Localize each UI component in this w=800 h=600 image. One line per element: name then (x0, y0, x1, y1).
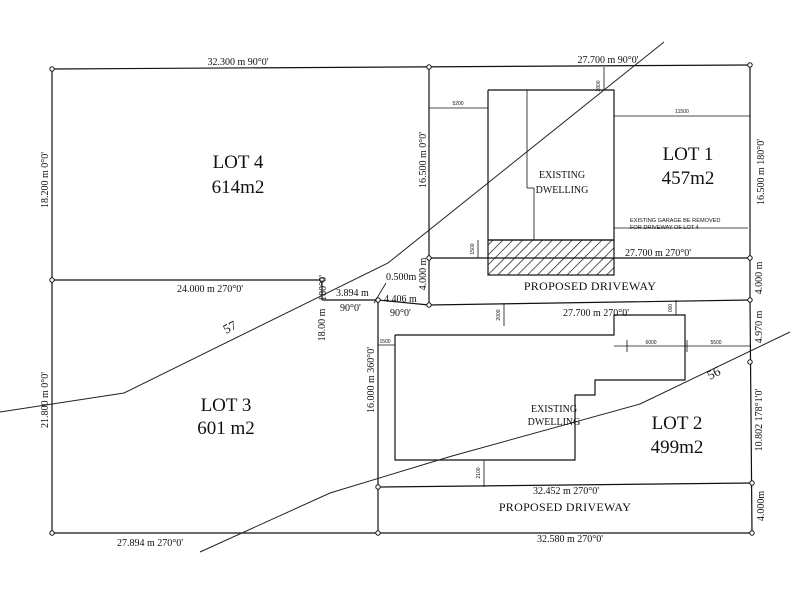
lot3-area: 601 m2 (197, 418, 255, 439)
dim-lot1-bottom: 27.700 m 270°0' (625, 248, 691, 259)
setback-2800: 2800 (596, 80, 602, 91)
setback-1500-lower: 1500 (379, 339, 390, 345)
setback-5200: 5200 (452, 101, 463, 107)
contour-56-label: 56 (704, 363, 723, 383)
dim-lot2-bottom: 32.452 m 270°0' (533, 486, 599, 497)
dim-lot2-top-bearing: 90°0' (390, 308, 411, 319)
driveway-lower-label: PROPOSED DRIVEWAY (499, 500, 631, 514)
dwelling1-line2: DWELLING (536, 185, 589, 196)
dim-top-right: 27.700 m 90°0' (577, 55, 638, 66)
lot2-name: LOT 2 (652, 413, 703, 434)
dim-lot4-bottom: 24.000 m 270°0' (177, 284, 243, 295)
dwelling2-line2: DWELLING (528, 417, 581, 428)
dim-lot4-right: 16.500 m 0°0' (418, 132, 429, 188)
dim-step-90: 90°0' (340, 303, 361, 314)
existing-garage-hatch (487, 239, 615, 276)
dim-step-0500: 0.500m (386, 272, 417, 283)
lot4-area: 614m2 (212, 177, 265, 198)
lot4-name: LOT 4 (213, 152, 264, 173)
lot1-area: 457m2 (662, 168, 715, 189)
dim-step-vertical: 180°0' (318, 275, 329, 301)
dim-bottom-left: 27.894 m 270°0' (117, 538, 183, 549)
dim-lot2-right: 10.802 178°1'0' (754, 389, 765, 452)
setback-1500-upper: 1500 (470, 243, 476, 254)
dim-lot2-top: 27.700 m 270°0' (563, 308, 629, 319)
setback-11500: 11500 (675, 109, 689, 115)
dim-step-1800: 18.00 m (317, 308, 328, 341)
lot2-area: 499m2 (651, 437, 704, 458)
garage-note-line2: FOR DRIVEWAY OF LOT 4 (630, 225, 699, 231)
dim-drive2-right: 4.000m (756, 491, 767, 522)
contour-57-label: 57 (220, 317, 239, 337)
lot-boundaries (51, 64, 753, 534)
dim-step-3894: 3.894 m (336, 288, 369, 299)
lot3-name: LOT 3 (201, 395, 252, 416)
dim-lot3-right: 16.000 m 360°0' (366, 347, 377, 413)
dim-drive-right: 4.000 m (754, 261, 765, 294)
existing-dwelling-lot2 (394, 314, 686, 461)
dim-drive-left: 4.000 m (418, 257, 429, 290)
dim-step-4406: 4.406 m (384, 294, 417, 305)
lot1-name: LOT 1 (663, 144, 714, 165)
setback-2000: 2000 (496, 309, 502, 320)
dim-lot2-right-top: 4.970 m (754, 310, 765, 343)
dim-top-left: 32.300 m 90°0' (207, 57, 268, 68)
dwelling2-line1: EXISTING (531, 404, 577, 415)
survey-points (49, 62, 755, 536)
setback-000: 000 (668, 304, 674, 313)
setback-lines (378, 67, 750, 487)
dim-lot1-right: 16.500 m 180°0' (756, 139, 767, 205)
dwelling1-line1: EXISTING (539, 170, 585, 181)
setback-2100: 2100 (476, 467, 482, 478)
dim-lot4-left: 18.200 m 0°0' (40, 152, 51, 208)
contour-lines (0, 41, 791, 553)
driveway-upper-label: PROPOSED DRIVEWAY (524, 279, 656, 293)
dim-lot3-left: 21.800 m 0°0' (40, 372, 51, 428)
setback-6000: 6000 (645, 340, 656, 346)
setback-5500: 5500 (710, 340, 721, 346)
dim-bottom-right: 32.580 m 270°0' (537, 534, 603, 545)
garage-note-line1: EXISTING GARAGE BE REMOVED (630, 218, 720, 224)
